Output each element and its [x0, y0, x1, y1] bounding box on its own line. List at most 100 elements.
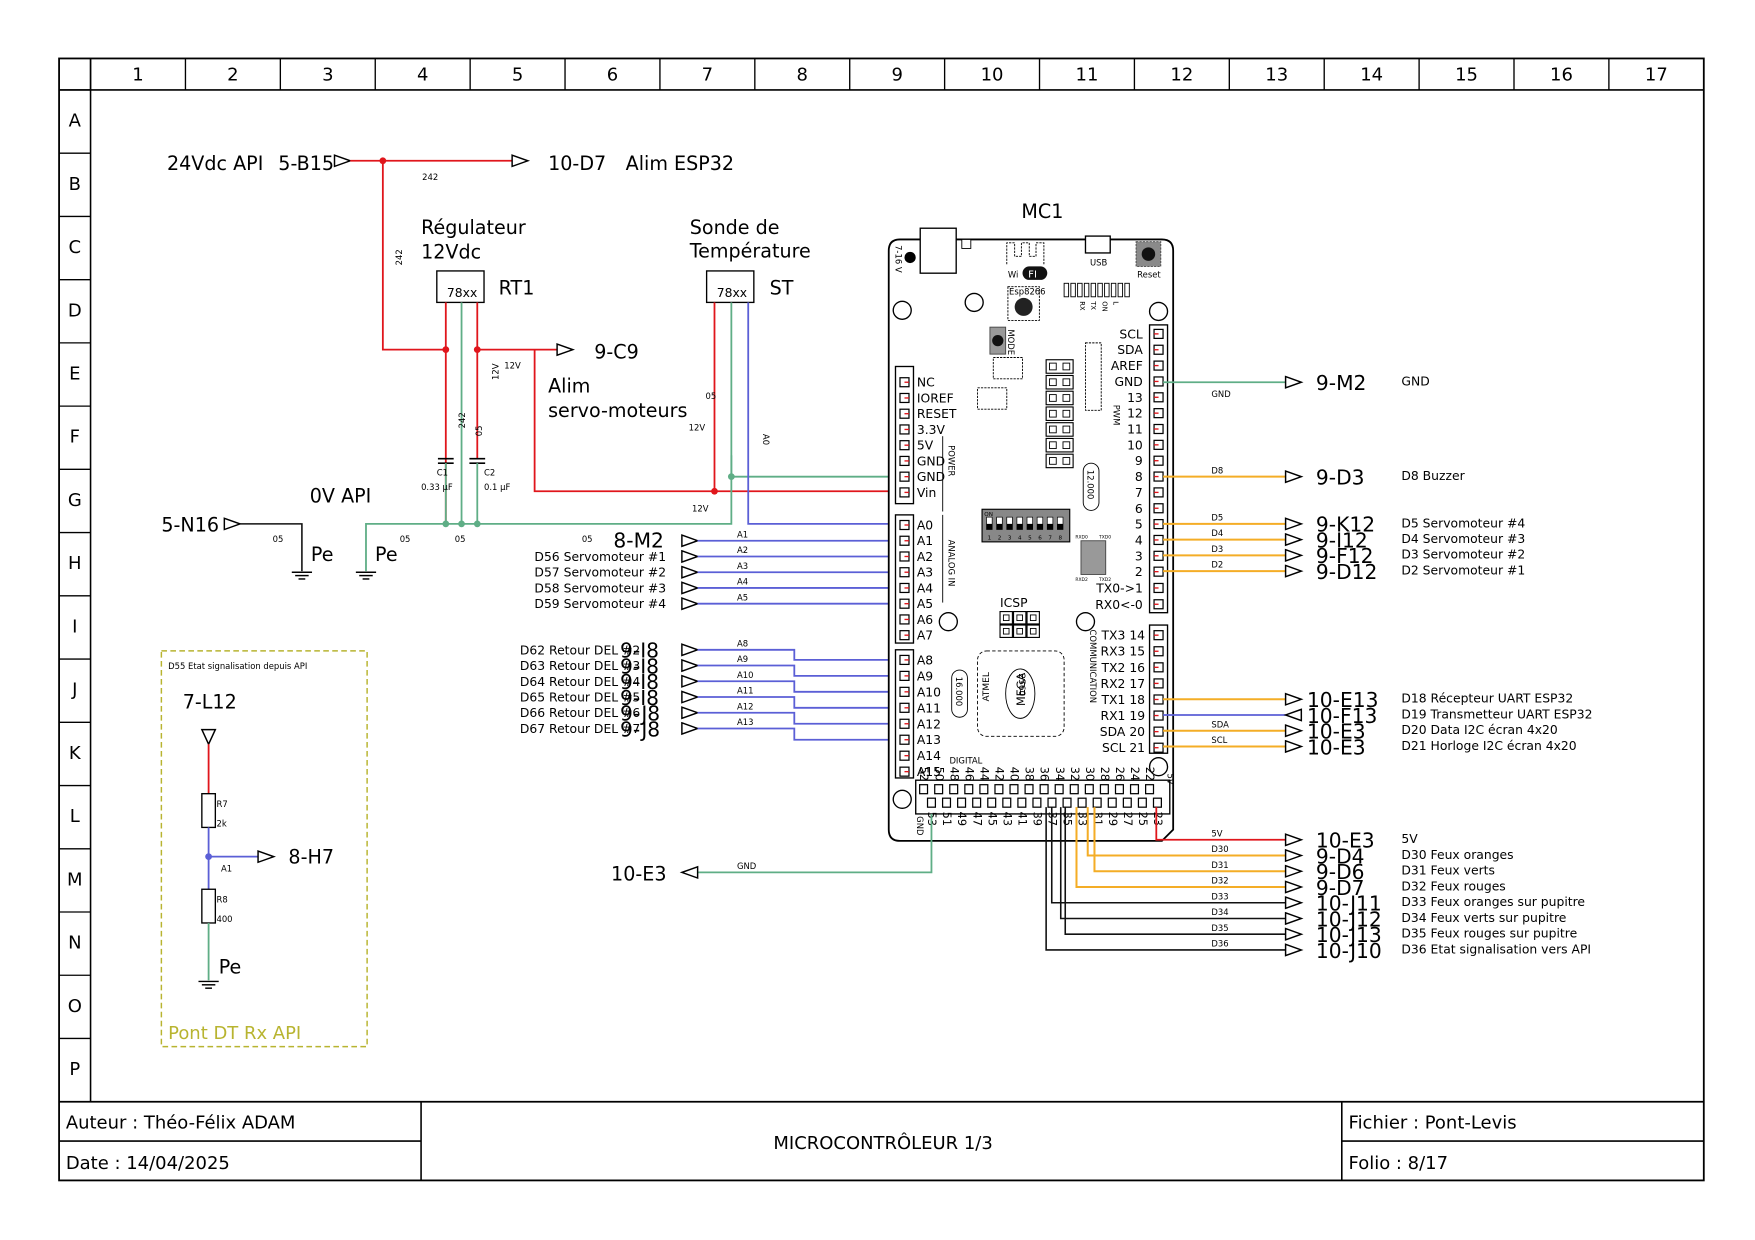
- bridge-in-ref[interactable]: 7-L12: [183, 690, 237, 713]
- signal-ref[interactable]: 8-M2: [613, 528, 663, 552]
- signal-ref[interactable]: 9-K12: [1316, 513, 1375, 537]
- signal-ref[interactable]: 9-I8: [620, 670, 659, 694]
- pin-pad[interactable]: [1054, 784, 1064, 795]
- signal-ref[interactable]: 10-E13: [1307, 688, 1379, 712]
- signal-ref[interactable]: 10-J11: [1316, 892, 1382, 916]
- pin-pad[interactable]: [979, 784, 989, 795]
- pin-pad[interactable]: [941, 797, 952, 808]
- signal-ref[interactable]: 10-E3: [1316, 829, 1375, 853]
- signal-ref[interactable]: 9-I8: [620, 686, 659, 710]
- signal-ref[interactable]: 9-D12: [1316, 560, 1377, 584]
- pin-pad[interactable]: [987, 797, 997, 808]
- resistor-r8[interactable]: [201, 888, 217, 924]
- pin-pad[interactable]: [1039, 784, 1049, 795]
- signal-ref[interactable]: 10-E3: [1307, 735, 1366, 759]
- servo-arrow-icon[interactable]: [556, 342, 576, 357]
- pin-pad[interactable]: [1092, 797, 1102, 808]
- pin-pad[interactable]: [1145, 784, 1155, 795]
- pin-pad[interactable]: [1084, 784, 1094, 795]
- signal-ref[interactable]: 9-D4: [1316, 844, 1365, 868]
- pin-pad[interactable]: [1024, 784, 1034, 795]
- signal-ref[interactable]: 9-M2: [1316, 371, 1366, 395]
- pin-pad[interactable]: [1099, 784, 1109, 795]
- pin-pad[interactable]: [972, 797, 982, 808]
- signal-ref[interactable]: 10-F13: [1307, 704, 1377, 728]
- pin-pad[interactable]: [1114, 784, 1124, 795]
- signal-ref[interactable]: 9-J8: [620, 717, 660, 741]
- pin-pad[interactable]: [1032, 797, 1042, 808]
- esp-arrow-icon[interactable]: [511, 154, 531, 168]
- bridge-out-ref[interactable]: 8-H7: [288, 845, 334, 868]
- serial-selector-switch[interactable]: [1080, 540, 1107, 575]
- pin-pad[interactable]: [949, 784, 959, 795]
- pin-pad[interactable]: [1002, 797, 1012, 808]
- pin-pad[interactable]: [1107, 797, 1117, 808]
- pin-pad[interactable]: [1129, 784, 1140, 795]
- pin-pad[interactable]: [1062, 797, 1072, 808]
- signal-ref[interactable]: 9-D6: [1316, 860, 1365, 884]
- signal-ref[interactable]: 9-D7: [1316, 876, 1365, 900]
- dip-switch[interactable]: [981, 508, 1071, 543]
- pin-pad[interactable]: [1077, 797, 1087, 808]
- pin-pad[interactable]: [919, 784, 929, 795]
- servo-ref[interactable]: 9-C9: [594, 341, 639, 364]
- capacitor-c2[interactable]: [469, 457, 486, 464]
- signal-ref[interactable]: 10-J13: [1316, 923, 1382, 947]
- pin-pad[interactable]: [926, 797, 937, 808]
- sensor-st[interactable]: [705, 270, 755, 304]
- signal-ref[interactable]: 10-E3: [1307, 720, 1366, 744]
- signal-ref[interactable]: 9-I8: [620, 639, 659, 663]
- esp-ref[interactable]: 10-D7: [548, 152, 606, 175]
- pin-pad[interactable]: [934, 784, 944, 795]
- signal-ref[interactable]: 10-J10: [1316, 939, 1382, 963]
- signal-ref[interactable]: 10-J12: [1316, 907, 1382, 931]
- ground-ref[interactable]: 5-N16: [161, 514, 219, 537]
- pin-pad[interactable]: [964, 784, 974, 795]
- pin-pad[interactable]: [957, 797, 967, 808]
- pin-pad[interactable]: [1122, 797, 1132, 808]
- signal-ref[interactable]: 9-I12: [1316, 528, 1368, 552]
- pin-pad[interactable]: [1009, 784, 1019, 795]
- pin-pad[interactable]: [1047, 797, 1057, 808]
- pin-pad[interactable]: [1137, 797, 1147, 808]
- pin-pad[interactable]: [1069, 784, 1079, 795]
- signal-ref[interactable]: 9-D3: [1316, 466, 1365, 490]
- pin-pad[interactable]: [994, 784, 1004, 795]
- signal-ref[interactable]: 9-J8: [620, 702, 660, 726]
- regulator-rt1[interactable]: [436, 270, 485, 304]
- signal-ref[interactable]: 9-F12: [1316, 544, 1374, 568]
- gnd-out-ref[interactable]: 10-E3: [611, 862, 666, 885]
- pin-pad[interactable]: [1017, 797, 1027, 808]
- signal-ref[interactable]: 9-I8: [620, 654, 659, 678]
- pin-pad[interactable]: [1152, 797, 1162, 808]
